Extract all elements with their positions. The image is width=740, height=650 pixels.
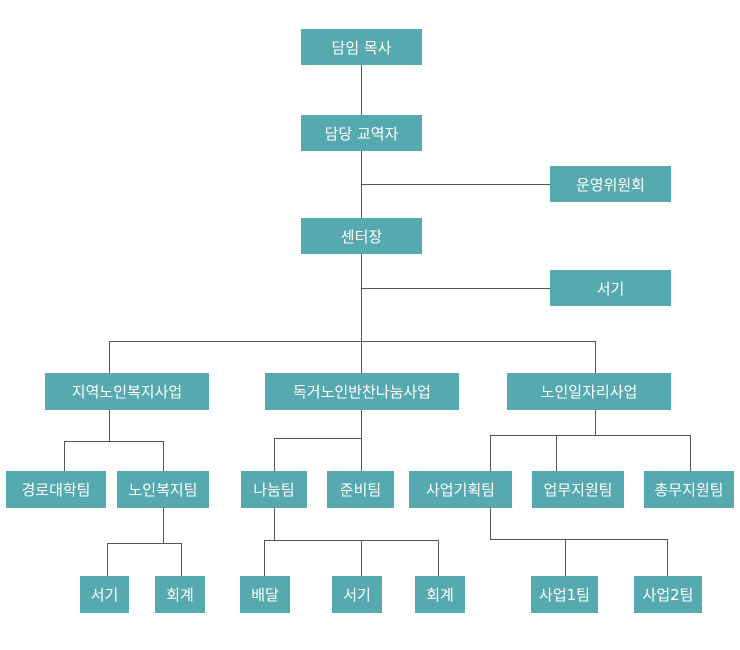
node-project-team-1: 사업1팀 — [531, 576, 598, 613]
node-sharing-accounting: 회계 — [415, 576, 465, 613]
node-project-planning: 사업기획팀 — [409, 471, 512, 508]
node-jobs: 노인일자리사업 — [507, 373, 671, 410]
node-head-pastor: 담임 목사 — [301, 29, 422, 65]
node-project-team-2: 사업2팀 — [634, 576, 702, 613]
node-welfare-accounting: 회계 — [155, 576, 205, 613]
node-sharing-team: 나눔팀 — [241, 471, 307, 508]
node-steering-committee: 운영위원회 — [550, 166, 671, 202]
node-regional-welfare: 지역노인복지사업 — [45, 373, 209, 410]
node-delivery: 배달 — [240, 576, 290, 613]
node-business-support: 업무지원팀 — [532, 471, 624, 508]
node-center-director: 센터장 — [301, 218, 422, 254]
node-general-support: 총무지원팀 — [644, 471, 734, 508]
node-welfare-secretary: 서기 — [80, 576, 129, 613]
node-prep-team: 준비팀 — [327, 471, 394, 508]
node-welfare-team: 노인복지팀 — [117, 471, 209, 508]
node-senior-college: 경로대학팀 — [6, 471, 106, 508]
node-sharing-secretary: 서기 — [332, 576, 382, 613]
node-pastor-in-charge: 담당 교역자 — [301, 115, 422, 151]
node-meal-sharing: 독거노인반찬나눔사업 — [265, 373, 459, 410]
node-secretary-main: 서기 — [550, 270, 671, 306]
